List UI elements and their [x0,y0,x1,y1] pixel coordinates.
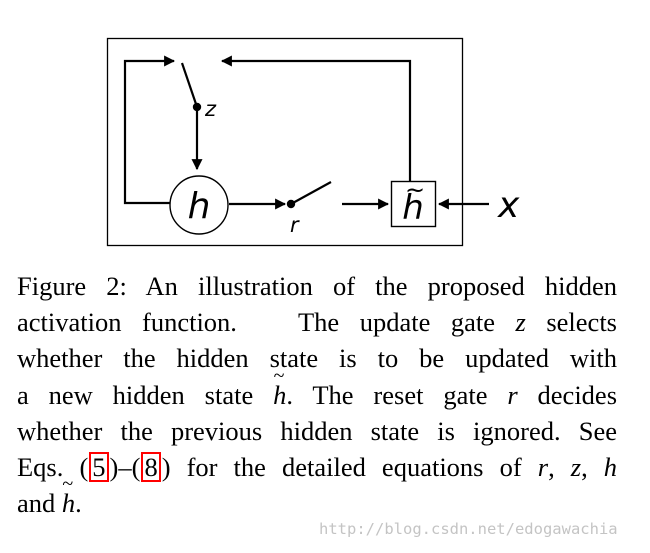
htilde-feedback-arrow [220,55,412,181]
gate-r-label: r [290,213,300,237]
caption-text: and [17,488,56,519]
loop-left-edge [123,55,176,205]
node-h-label: h [188,186,211,227]
tilde-accent: ~ [62,473,74,496]
caption-text: activation function. [17,307,237,338]
node-h-tilde [390,180,437,228]
update-gate-switch [180,62,199,108]
caption-line-1: Figure 2: An illustration of the propose… [17,271,617,301]
gru-diagram: z h r h ~ x [106,37,520,247]
watermark: http://blog.csdn.net/edogawachia [319,520,618,538]
caption-line-5: whether the previous hidden state is ign… [17,415,617,446]
caption-text: . [75,488,82,519]
var-h: h [603,452,618,483]
gate-z-label: z [204,97,217,121]
caption-text: Eqs. ( [17,452,89,483]
update-gate-pivot [192,102,202,112]
caption-line-7: and ~h. [17,474,617,521]
caption-text: decides [537,379,618,410]
caption-line-6: Eqs. (5)–(8) for the detailed equations … [17,449,617,485]
h-letter: h [273,379,287,410]
caption-text: The update gate [298,307,495,338]
eq-ref-5-link[interactable]: 5 [89,452,109,483]
caption-line-4: a new hidden state ~h. The reset gate r … [17,366,618,413]
tilde-accent: ~ [273,364,285,387]
node-h-tilde-label: h [402,188,424,228]
caption-line-2: activation function. The update gate z s… [17,304,617,340]
var-h-tilde: ~h [273,366,287,413]
node-h-tilde-accent: ~ [405,176,425,204]
var-z: z [570,452,582,483]
caption-text: ) for the detailed equations of [161,452,522,483]
comma: , [548,452,555,483]
caption-text: )–( [109,452,141,483]
var-r: r [537,452,549,483]
node-h [169,175,229,235]
comma: , [581,452,588,483]
reset-gate-switch [290,181,332,205]
eq-ref-8-link[interactable]: 8 [141,452,161,483]
caption-text: . The reset gate [286,379,488,410]
input-x-label: x [497,185,520,226]
var-r: r [507,379,518,410]
caption-text: selects [546,307,617,338]
caption-line-3: whether the hidden state is to be update… [17,343,617,374]
diagram-frame [106,37,464,247]
h-letter: h [61,488,76,519]
var-z: z [515,307,526,338]
figure-caption: Figure 2: An illustration of the propose… [17,268,617,521]
caption-text: a new hidden state [17,379,254,410]
var-h-tilde: ~h [61,474,76,521]
